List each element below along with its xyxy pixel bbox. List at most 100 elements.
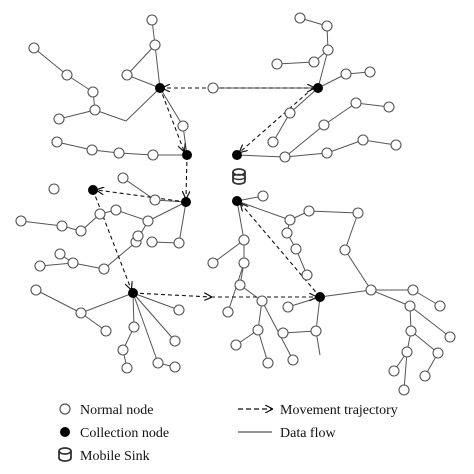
normal-node: [207, 82, 219, 94]
normal-node: [404, 300, 416, 312]
collection-node: [182, 150, 192, 160]
normal-node: [149, 39, 161, 51]
normal-node: [173, 304, 185, 316]
collection-node: [232, 196, 242, 206]
data-flow-edge: [261, 300, 294, 361]
legend-mobile-sink-body-icon: [58, 451, 72, 462]
data-flow-edge: [276, 61, 315, 65]
collection-node: [88, 185, 98, 195]
normal-node: [98, 263, 110, 275]
normal-node: [407, 284, 419, 296]
normal-node: [383, 101, 395, 113]
normal-node: [61, 69, 73, 81]
data-flow-edge: [410, 330, 439, 354]
data-flow-edge: [236, 200, 291, 221]
legend-normal-node-icon: [59, 403, 71, 415]
normal-node: [281, 227, 293, 239]
trajectory-arrow: [132, 292, 211, 297]
normal-node: [284, 214, 296, 226]
data-flow-edge: [289, 87, 319, 114]
normal-node: [117, 344, 129, 356]
normal-node: [318, 119, 330, 131]
normal-node: [234, 279, 246, 291]
normal-node: [322, 44, 334, 56]
normal-node: [279, 151, 291, 163]
trajectory-arrow: [159, 87, 184, 151]
normal-node: [398, 384, 410, 396]
collection-node: [232, 150, 242, 160]
normal-node: [117, 172, 129, 184]
normal-node: [75, 225, 87, 237]
data-flow-edge: [80, 292, 134, 314]
normal-node: [262, 357, 274, 369]
normal-node: [277, 327, 289, 339]
data-flow-edge: [132, 292, 135, 328]
data-flow-edge: [284, 124, 325, 158]
normal-node: [365, 284, 377, 296]
data-flow-edge: [125, 87, 161, 122]
normal-node: [128, 321, 140, 333]
data-flow-edge: [409, 305, 451, 338]
mobile-sink-body-icon: [232, 172, 246, 185]
normal-node: [303, 205, 315, 217]
data-flow-edge: [326, 139, 364, 154]
data-flow-edge: [178, 201, 187, 244]
normal-node: [257, 190, 269, 202]
normal-node: [146, 14, 158, 26]
data-flow-edge: [20, 220, 63, 227]
trajectory-arrow: [186, 154, 187, 198]
normal-node: [56, 220, 68, 232]
data-flow-edge: [315, 296, 321, 332]
data-flow-edge: [317, 49, 329, 89]
normal-node: [301, 269, 313, 281]
data-flow-edge: [35, 289, 82, 314]
data-flow-edge: [132, 292, 180, 311]
normal-node: [207, 257, 219, 269]
normal-node: [121, 362, 133, 374]
legend-collection-node-icon: [60, 427, 70, 437]
data-flow-edge: [236, 200, 245, 241]
collection-node: [315, 292, 325, 302]
normal-node: [405, 325, 417, 337]
data-flow-edge: [154, 44, 161, 89]
normal-node: [177, 120, 189, 132]
normal-node: [252, 324, 264, 336]
normal-node: [75, 307, 87, 319]
data-flow-edge: [33, 47, 68, 76]
data-flow-edge: [362, 139, 397, 146]
normal-node: [340, 68, 352, 80]
legend-mobile-sink-label: Mobile Sink: [80, 449, 150, 464]
collection-node: [181, 197, 191, 207]
data-flow-edge: [284, 152, 328, 158]
legend-normal-node-label: Normal node: [80, 403, 153, 418]
normal-node: [419, 370, 431, 382]
normal-node: [432, 347, 444, 359]
data-flow-edge: [370, 289, 411, 307]
normal-node: [282, 301, 294, 313]
normal-node: [390, 139, 402, 151]
data-flow-edge: [323, 102, 357, 126]
collection-node: [155, 83, 165, 93]
data-flow-edge: [344, 249, 372, 291]
normal-node: [271, 58, 283, 70]
normal-node: [321, 20, 333, 32]
data-flow-edge: [132, 292, 176, 342]
normal-node: [339, 244, 351, 256]
legend-data-flow-label: Data flow: [280, 426, 336, 441]
normal-node: [152, 357, 164, 369]
normal-node: [53, 113, 65, 125]
mobile-sink: [232, 168, 246, 185]
legend: Normal node Collection node Mobile Sink …: [58, 403, 398, 464]
data-flow-edge: [58, 109, 96, 120]
normal-node: [48, 183, 60, 195]
normal-node: [267, 136, 279, 148]
data-flow-edge: [118, 152, 154, 156]
normal-node: [230, 339, 242, 351]
normal-node: [444, 331, 456, 343]
normal-node: [132, 230, 144, 242]
normal-node: [30, 284, 42, 296]
normal-node: [284, 107, 296, 119]
normal-node: [352, 207, 364, 219]
normal-node: [357, 134, 369, 146]
